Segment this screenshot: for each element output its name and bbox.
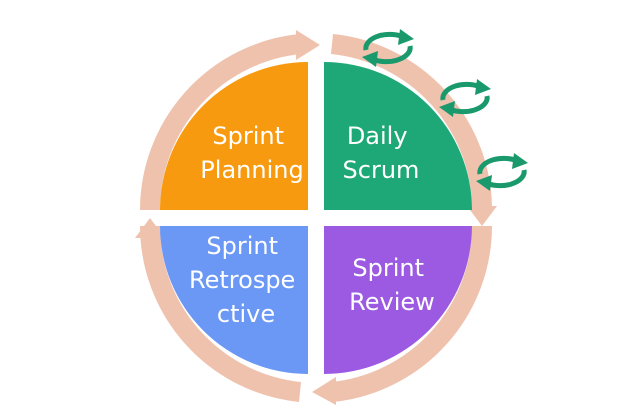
cycle-arrows-icon xyxy=(476,153,528,191)
quadrant-label-line: Daily xyxy=(347,122,408,150)
cycle-arrows-icon xyxy=(362,29,414,67)
ring-arc-bottom-right xyxy=(330,225,492,402)
quadrant-label-line: Retrospe xyxy=(189,266,295,294)
ring-arrowhead-bottom xyxy=(312,377,336,405)
svg-text:Sprint Retrospe: Sprint Retrospe ctive xyxy=(189,232,303,328)
quadrant-label-line: Sprint xyxy=(212,122,284,150)
quadrant-sprint-planning: Sprint Planning xyxy=(160,62,308,210)
quadrant-label-line: Sprint xyxy=(352,254,424,282)
quadrant-label-line: Planning xyxy=(200,156,303,184)
quadrant-label-line: Review xyxy=(349,288,435,316)
quadrant-label-line: ctive xyxy=(217,300,275,328)
cycle-arrows-icon xyxy=(439,79,491,117)
svg-text:Daily Scrum: Daily Scrum xyxy=(343,122,420,184)
svg-text:Sprint Planning: Sprint Planning xyxy=(200,122,303,184)
quadrant-daily-scrum: Daily Scrum xyxy=(324,62,472,210)
ring-arrowhead-top xyxy=(296,30,320,60)
daily-cycle-icons xyxy=(362,29,528,191)
quadrant-sprint-review: Sprint Review xyxy=(324,226,472,374)
quadrant-sprint-retrospective: Sprint Retrospe ctive xyxy=(160,226,308,374)
ring-arc-bottom-left xyxy=(140,225,302,402)
ring-arrowhead-right xyxy=(467,206,497,226)
svg-text:Sprint Review: Sprint Review xyxy=(349,254,435,316)
ring-arrowhead-left xyxy=(135,218,165,238)
ring-arc-top-right xyxy=(330,34,492,211)
quadrant-label-line: Scrum xyxy=(343,156,420,184)
quadrant-label-line: Sprint xyxy=(206,232,278,260)
ring-arc-top-left xyxy=(140,34,302,211)
cycle-ring xyxy=(135,30,497,405)
